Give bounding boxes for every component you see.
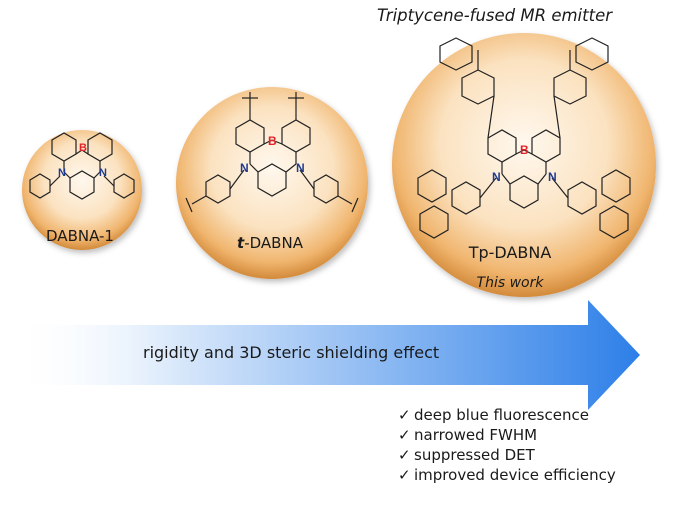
nitrogen-atom: N <box>58 167 66 179</box>
circle-tdabna <box>176 87 368 279</box>
benefit-item: ✓narrowed FWHM <box>398 425 616 445</box>
check-icon: ✓ <box>398 446 411 464</box>
benefits-list: ✓deep blue fluorescence ✓narrowed FWHM ✓… <box>398 405 616 485</box>
molecule-label-tpdabna: Tp-DABNA <box>468 243 552 262</box>
progress-arrow <box>10 300 640 410</box>
benefit-text: deep blue fluorescence <box>414 406 589 424</box>
nitrogen-atom: N <box>296 161 305 175</box>
molecule-dabna1-structure <box>29 132 135 200</box>
boron-atom: B <box>79 142 87 154</box>
boron-atom: B <box>268 134 277 148</box>
boron-atom: B <box>520 143 529 157</box>
check-icon: ✓ <box>398 466 411 484</box>
benefit-item: ✓deep blue fluorescence <box>398 405 616 425</box>
nitrogen-atom: N <box>99 167 107 179</box>
diagram-title: Triptycene-fused MR emitter <box>377 6 613 25</box>
nitrogen-atom: N <box>240 161 249 175</box>
benefit-item: ✓suppressed DET <box>398 445 616 465</box>
nitrogen-atom: N <box>492 170 501 184</box>
nitrogen-atom: N <box>548 170 557 184</box>
molecule-label-rest: -DABNA <box>244 234 303 252</box>
circle-tpdabna <box>392 33 656 297</box>
arrow-caption: rigidity and 3D steric shielding effect <box>143 343 440 362</box>
check-icon: ✓ <box>398 406 411 424</box>
molecule-tpdabna-structure <box>417 37 631 239</box>
check-icon: ✓ <box>398 426 411 444</box>
molecule-label-dabna1: DABNA-1 <box>46 227 114 245</box>
molecule-sublabel-this-work: This work <box>476 275 544 291</box>
benefit-item: ✓improved device efficiency <box>398 465 616 485</box>
benefit-text: improved device efficiency <box>414 466 616 484</box>
circle-dabna1 <box>22 130 142 250</box>
benefit-text: suppressed DET <box>414 446 535 464</box>
molecule-tdabna-structure <box>185 92 359 213</box>
molecule-label-tdabna: t-DABNA <box>210 234 330 252</box>
molecule-label-prefix: t <box>237 234 245 252</box>
benefit-text: narrowed FWHM <box>414 426 538 444</box>
